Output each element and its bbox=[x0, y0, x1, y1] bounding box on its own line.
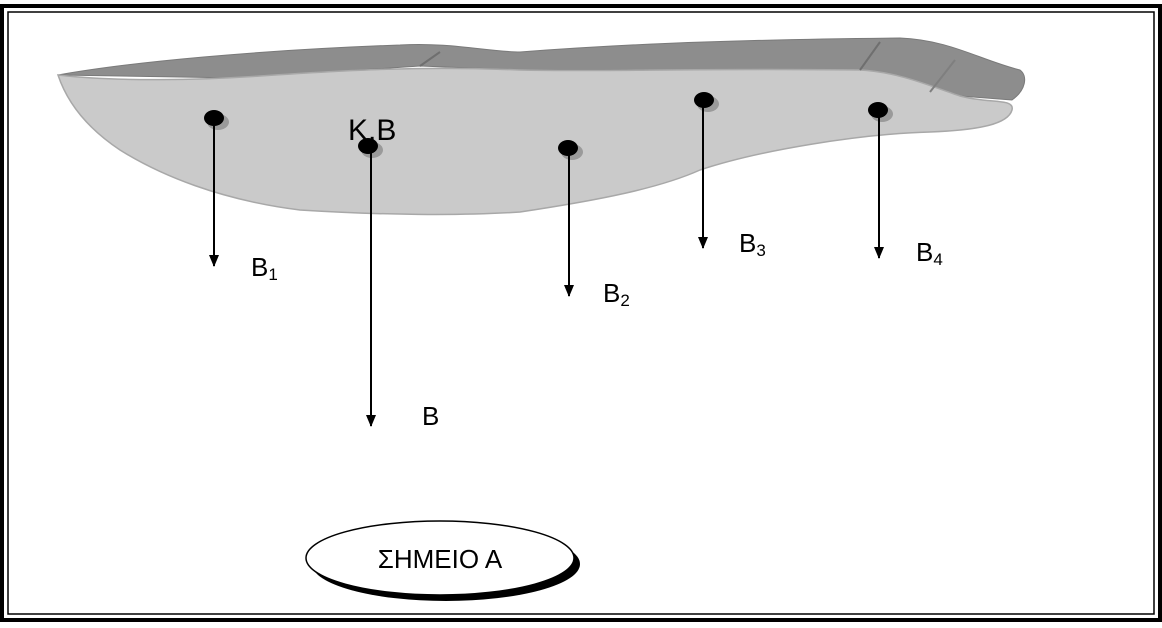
point-center-of-gravity bbox=[358, 138, 383, 158]
page-frame bbox=[0, 4, 1162, 622]
body-shape bbox=[56, 37, 1026, 216]
force-label-b4: B4 bbox=[916, 237, 943, 269]
application-points bbox=[204, 92, 893, 160]
force-arrows bbox=[209, 106, 884, 427]
point-b4 bbox=[868, 102, 893, 122]
body-top-face bbox=[57, 37, 1026, 101]
point-a-label: ΣΗΜΕΙΟ Α bbox=[378, 544, 503, 574]
force-label-b2: B2 bbox=[603, 278, 630, 310]
point-a-callout: ΣΗΜΕΙΟ Α bbox=[305, 520, 580, 601]
force-label-b3: B3 bbox=[739, 228, 766, 260]
center-of-gravity-label: K.B bbox=[348, 114, 396, 147]
force-label-b1: B1 bbox=[251, 252, 278, 284]
point-b2 bbox=[558, 140, 583, 160]
body-main-face bbox=[56, 67, 1013, 216]
force-label-b-total: B bbox=[422, 401, 439, 431]
point-b1 bbox=[204, 110, 229, 130]
